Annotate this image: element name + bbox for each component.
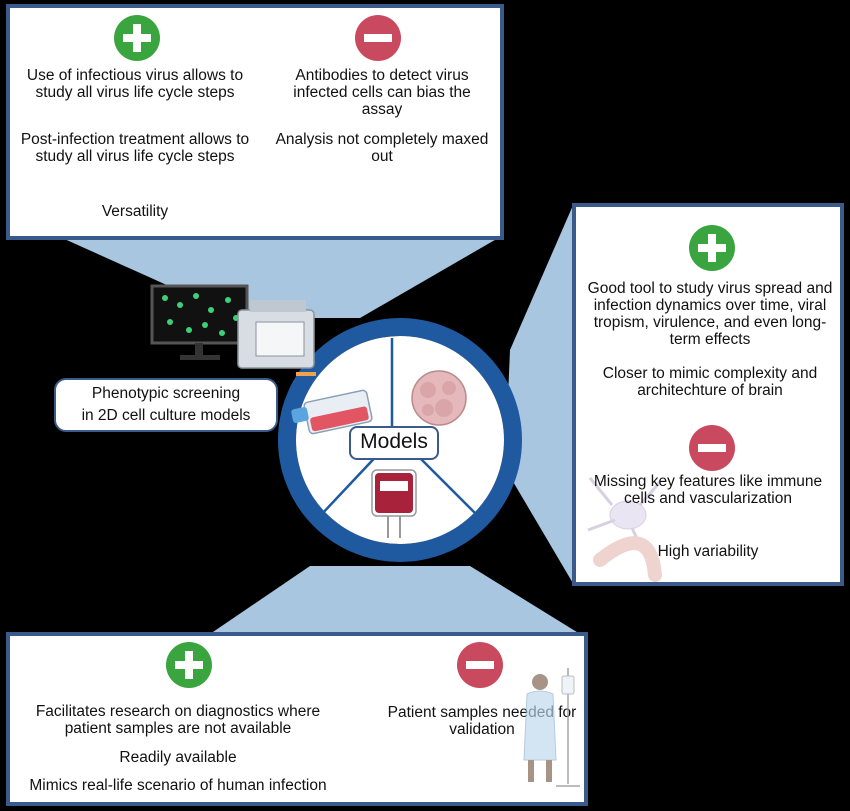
right-con-2: High variability: [657, 543, 759, 560]
minus-circle-icon: [689, 425, 735, 471]
models-ring: [278, 318, 522, 562]
model-2d-label: Phenotypic screening in 2D cell culture …: [54, 378, 278, 432]
top-con-1: Antibodies to detect virus infected cell…: [293, 67, 471, 118]
plus-circle-icon: [166, 642, 212, 688]
top-pro-1: Use of infectious virus allows to study …: [26, 67, 244, 101]
right-pro-2: Closer to mimic complexity and architech…: [602, 365, 818, 399]
minus-circle-icon: [457, 642, 503, 688]
top-callout-cone: [60, 237, 500, 318]
plus-circle-icon: [114, 15, 160, 61]
bottom-pro-3: Mimics real-life scenario of human infec…: [29, 777, 327, 794]
top-con-2: Analysis not completely maxed out: [275, 131, 489, 165]
top-pro-3: Versatility: [101, 203, 169, 220]
screening-monitor-icon: [150, 284, 249, 360]
top-pro-2: Post-infection treatment allows to study…: [20, 131, 250, 165]
bottom-pro-2: Readily available: [119, 749, 237, 766]
right-callout-cone: [505, 203, 574, 585]
right-pro-1: Good tool to study virus spread and infe…: [587, 280, 833, 348]
brain-organoid-icon: [411, 370, 467, 426]
plus-circle-icon: [689, 225, 735, 271]
right-con-1: Missing key features like immune cells a…: [593, 473, 823, 507]
cell-culture-flask-icon: [291, 389, 373, 435]
bottom-pro-1: Facilitates research on diagnostics wher…: [35, 703, 321, 737]
models-label: Models: [349, 426, 439, 460]
top-panel: [6, 4, 504, 240]
minus-circle-icon: [355, 15, 401, 61]
model-2d-label-line2: in 2D cell culture models: [81, 407, 251, 424]
bottom-con-1: Patient samples needed for validation: [387, 704, 577, 738]
plasma-bag-icon: [371, 469, 417, 538]
model-2d-label-line1: Phenotypic screening: [91, 385, 241, 402]
bottom-callout-cone: [210, 566, 580, 634]
plate-reader-icon: [237, 300, 316, 376]
